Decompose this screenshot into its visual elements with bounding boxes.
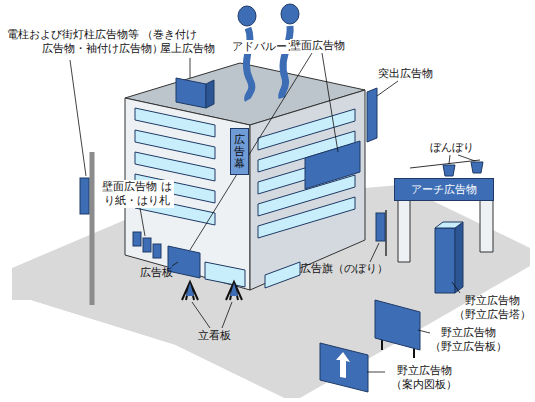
window: [258, 197, 355, 238]
lantern: [471, 162, 483, 173]
utility-pole: [90, 152, 95, 305]
ad-tower: [435, 228, 455, 293]
wall-sign: [305, 141, 360, 189]
node-text: 広告幕: [234, 134, 245, 170]
callout-label: アドバルーン: [232, 40, 298, 54]
callout-label: 突出広告物: [378, 67, 433, 81]
ad-tower-side: [455, 222, 463, 293]
standing-sign: [182, 282, 198, 300]
rooftop-sign: [176, 78, 206, 108]
leader-lines: [70, 53, 475, 372]
callout-label: 野立広告物 （野立広告塔）: [452, 294, 532, 322]
callout-label: 野立広告物 （野立広告板）: [428, 326, 508, 354]
lantern: [443, 165, 455, 176]
entrance-glass: [205, 262, 245, 287]
guide-arrow: [336, 352, 350, 378]
ground-cut: [12, 300, 284, 398]
node-text: アーチ広告物: [403, 182, 485, 197]
ad-balloon: [238, 6, 256, 26]
poster: [133, 232, 141, 246]
projecting-sign: [367, 88, 377, 142]
building-right-face: [250, 90, 365, 290]
callout-label: 立看板: [198, 329, 231, 343]
standing-sign-face: [230, 283, 238, 296]
callout-label: 広告旗（のぼり）: [300, 262, 388, 276]
entrance-glass: [265, 262, 300, 288]
poster: [153, 244, 161, 258]
pole-sign: [80, 178, 89, 214]
callout-label: 壁面広告物 はり紙・はり札: [100, 180, 174, 208]
ad-balloon: [281, 4, 299, 24]
callout-label: 壁面広告物: [290, 39, 345, 53]
banner-flag: [376, 213, 385, 241]
balloon-streamer: [246, 28, 251, 100]
arch-sign: アーチ広告物: [394, 178, 494, 201]
poster: [143, 238, 151, 252]
field-board: [375, 300, 420, 350]
balloon-streamer: [282, 26, 291, 98]
guide-board: [320, 343, 368, 392]
callout-label: 屋上広告物: [160, 42, 215, 56]
callout-label: 野立広告物 （案内図板）: [384, 364, 464, 392]
ad-tower-top: [435, 222, 463, 228]
standing-sign-face: [186, 283, 194, 296]
callout-label: 広告板: [140, 266, 173, 280]
callout-label: ぼんぼり: [430, 141, 474, 155]
banner-curtain: 広告幕: [230, 128, 249, 175]
arch-post: [398, 196, 410, 262]
rooftop-sign-side: [206, 80, 214, 108]
standing-sign: [226, 282, 242, 300]
